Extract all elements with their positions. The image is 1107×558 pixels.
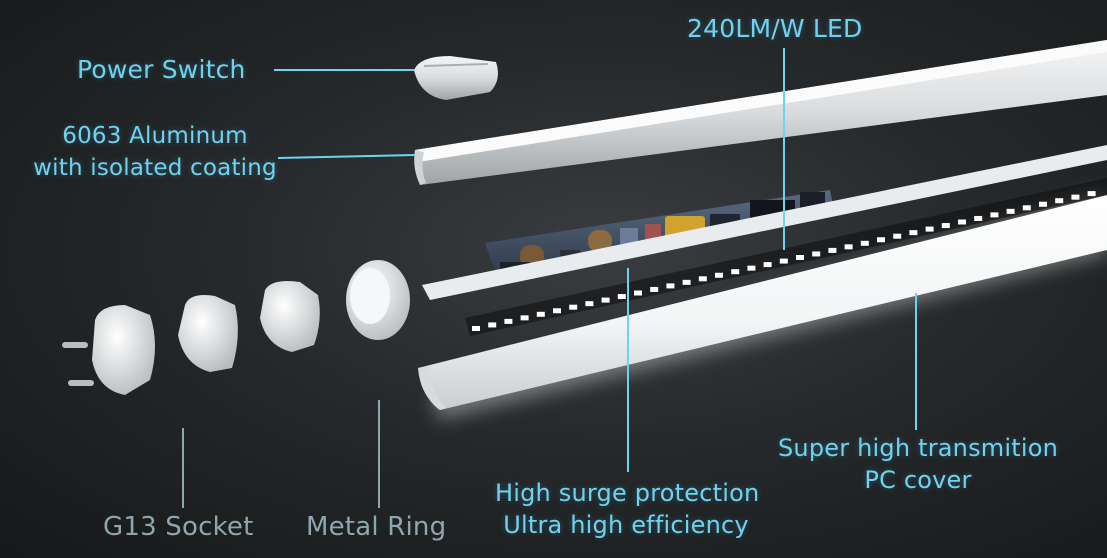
led-chip	[974, 215, 983, 221]
led-chip	[698, 276, 707, 282]
aluminum-label-line2: with isolated coating	[33, 155, 277, 181]
led-chip	[941, 223, 950, 229]
led-chip	[1022, 205, 1031, 211]
led-chip	[958, 219, 966, 225]
led-chip	[601, 297, 610, 303]
end-cap-ring	[260, 281, 320, 352]
pc-cover-label-line1: Super high transmition	[778, 434, 1059, 462]
led-chip	[990, 212, 999, 218]
led-label: 240LM/W LED	[687, 14, 863, 43]
pc-cover-label: Super high transmition PC cover	[778, 432, 1058, 496]
metal-ring-part	[346, 260, 410, 340]
led-chip	[763, 262, 772, 268]
led-chip	[682, 279, 691, 285]
led-chips	[472, 191, 1096, 331]
led-chip	[504, 318, 513, 324]
led-chip	[617, 294, 626, 300]
led-chip	[1087, 191, 1096, 197]
driver-label-line1: High surge protection	[495, 479, 760, 507]
driver-label: High surge protection Ultra high efficie…	[495, 477, 760, 541]
muted-callout-lines	[182, 400, 380, 508]
socket-label: G13 Socket	[103, 512, 254, 542]
end-cap-adapter	[178, 295, 238, 372]
led-chip	[1071, 194, 1080, 200]
ring-label: Metal Ring	[306, 512, 447, 542]
led-chip	[553, 308, 561, 314]
led-chip	[812, 251, 821, 257]
led-chip	[569, 304, 578, 310]
aluminum-label-line1: 6063 Aluminum	[62, 123, 248, 149]
led-chip	[877, 237, 885, 243]
led-chip	[747, 265, 756, 271]
led-chip	[779, 258, 788, 264]
led-chip	[925, 226, 934, 232]
led-chip	[828, 247, 837, 253]
led-chip	[893, 233, 902, 239]
callout-lines	[274, 48, 917, 472]
aluminum-profile	[414, 40, 1107, 185]
led-chip	[585, 301, 594, 307]
driver-label-line2: Ultra high efficiency	[503, 511, 749, 539]
led-chip	[650, 286, 659, 292]
led-chip	[488, 322, 497, 328]
led-chip	[715, 272, 723, 278]
led-chip	[731, 269, 740, 275]
power-switch-label: Power Switch	[77, 55, 246, 84]
led-chip	[472, 326, 480, 331]
power-switch-part	[414, 56, 498, 100]
led-chip	[1006, 208, 1015, 214]
led-chip	[909, 230, 918, 236]
led-chip	[796, 255, 804, 260]
aluminum-label: 6063 Aluminum with isolated coating	[30, 120, 280, 184]
inductor-coil	[588, 230, 612, 252]
led-chip	[1039, 201, 1047, 207]
pc-cover-label-line2: PC cover	[864, 466, 972, 494]
led-chip	[860, 240, 869, 246]
led-chip	[634, 290, 642, 296]
led-chip	[666, 283, 675, 289]
pc-cover	[418, 195, 1107, 410]
led-chip	[536, 311, 545, 317]
led-chip	[1055, 198, 1064, 204]
led-chip	[844, 244, 853, 250]
g13-socket-part	[62, 305, 155, 395]
led-chip	[520, 315, 529, 321]
